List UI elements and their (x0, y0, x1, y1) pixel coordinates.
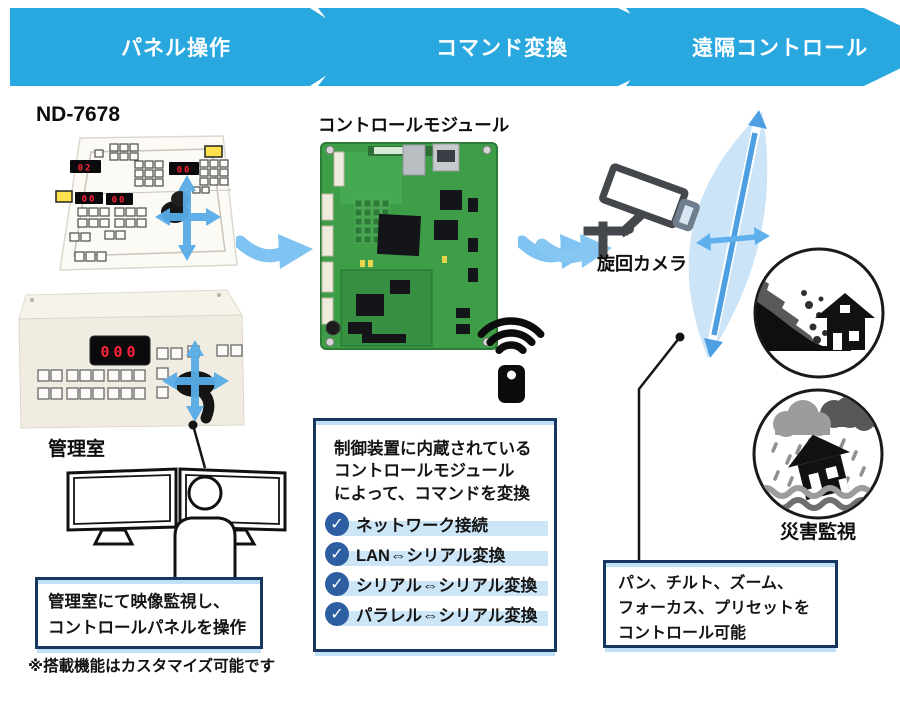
checkmark-glyph: ✓ (330, 606, 344, 624)
control-console-photo: 000 (18, 289, 245, 469)
landslide-icon (753, 247, 885, 379)
flow-arrow-right-icon (535, 234, 612, 268)
pan-tilt-arrows-icon (162, 340, 229, 422)
check-icon: ✓ (325, 542, 349, 567)
control-module-pcb-photo (320, 142, 498, 350)
description-line: 管理室にて映像監視し、 (48, 593, 230, 611)
callout-line (637, 332, 685, 560)
module-description-box: 制御装置に内蔵されている コントロールモジュール によって、コマンドを変換 ✓ … (313, 418, 557, 652)
feature-item-parallel-serial: ✓ パラレル⇔シリアル変換 (325, 599, 548, 629)
control-room-label: 管理室 (48, 439, 106, 460)
description-line: フォーカス、プリセットを (618, 599, 811, 617)
wifi-signal-icon (477, 317, 545, 355)
yellow-button (55, 145, 223, 203)
camera-control-description-box: パン、チルト、ズーム、 フォーカス、プリセットを コントロール可能 (603, 560, 838, 648)
led-display: 000 (89, 335, 151, 366)
module-description: 制御装置に内蔵されている コントロールモジュール によって、コマンドを変換 (334, 440, 532, 503)
svg-text:00: 00 (82, 195, 97, 205)
disaster-monitoring-label: 災害監視 (779, 522, 856, 543)
flow-step-panel-operation: パネル操作 (10, 8, 370, 86)
svg-text:000: 000 (100, 343, 139, 361)
checkmark-glyph: ✓ (330, 576, 344, 594)
light-cloud-glyph (773, 400, 831, 437)
module-title-label: コントロールモジュール (318, 115, 510, 135)
highlight-bar (334, 581, 548, 597)
svg-text:00: 00 (112, 196, 127, 206)
flow-step-label: 遠隔コントロール (692, 37, 868, 60)
house-glyph (815, 293, 875, 350)
operator-monitors-illustration (66, 467, 287, 582)
callout-line (188, 420, 207, 469)
check-icon: ✓ (325, 602, 349, 627)
flow-step-label: コマンド変換 (436, 37, 568, 60)
pan-arrow-icon (696, 227, 770, 251)
svg-text:02: 02 (78, 164, 93, 174)
check-icon: ✓ (325, 512, 349, 537)
feature-item-serial-serial: ✓ シリアル⇔シリアル変換 (325, 569, 548, 599)
flow-step-label: パネル操作 (121, 37, 231, 60)
led-displays: 02 00 00 00 (70, 160, 199, 206)
description-line: コントロールパネルを操作 (48, 619, 246, 638)
customization-footnote: ※搭載機能はカスタマイズ可能です (28, 658, 276, 675)
description-line: パン、チルト、ズーム、 (618, 575, 794, 592)
flow-step-remote-control: 遠隔コントロール (626, 8, 900, 86)
highlight-bar (334, 611, 548, 627)
wireless-remote-icon (477, 317, 545, 403)
description-line: コントロール可能 (618, 624, 747, 642)
control-panel-photo: 02 00 00 00 (55, 135, 238, 271)
feature-item-lan-serial: ✓ LAN⇔シリアル変換 (325, 539, 548, 569)
flow-arrow-right-icon (236, 234, 313, 269)
pan-tilt-arrows-icon (155, 175, 221, 261)
panel-model-label: ND-7678 (36, 103, 121, 126)
svg-text:00: 00 (177, 166, 192, 176)
tilt-arrow-icon (704, 110, 767, 358)
surveillance-camera-icon (583, 163, 700, 258)
control-room-description-box: 管理室にて映像監視し、 コントロールパネルを操作 (35, 577, 263, 649)
ethernet-port (432, 143, 460, 172)
camera-label: 旋回カメラ (597, 254, 687, 274)
remote-camera-visual (535, 110, 770, 560)
checkmark-glyph: ✓ (330, 516, 344, 534)
highlight-bar (334, 551, 548, 567)
feature-item-network: ✓ ネットワーク接続 (325, 509, 548, 539)
check-icon: ✓ (325, 572, 349, 597)
highlight-bar (334, 521, 548, 537)
checkmark-glyph: ✓ (330, 546, 344, 564)
flood-icon (752, 388, 884, 520)
